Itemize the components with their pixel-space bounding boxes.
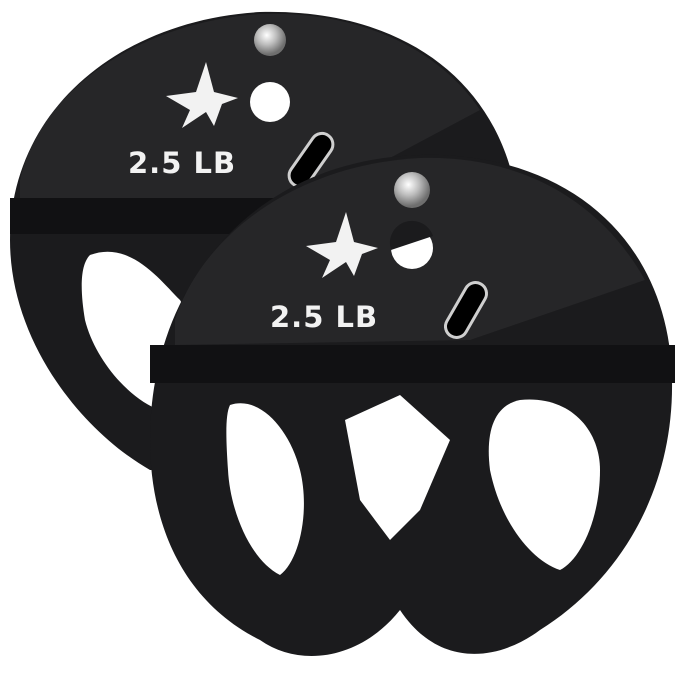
star-4-logo [306, 212, 378, 278]
front-plate [150, 154, 675, 656]
slot [287, 131, 335, 189]
pin-knob [254, 24, 286, 56]
weight-label: 2.5 LB [128, 146, 237, 180]
weight-label: 2.5 LB [270, 300, 379, 334]
slot [444, 281, 488, 339]
pin-knob [394, 172, 430, 208]
star-4-logo [166, 62, 238, 128]
mount-hole [250, 82, 290, 122]
